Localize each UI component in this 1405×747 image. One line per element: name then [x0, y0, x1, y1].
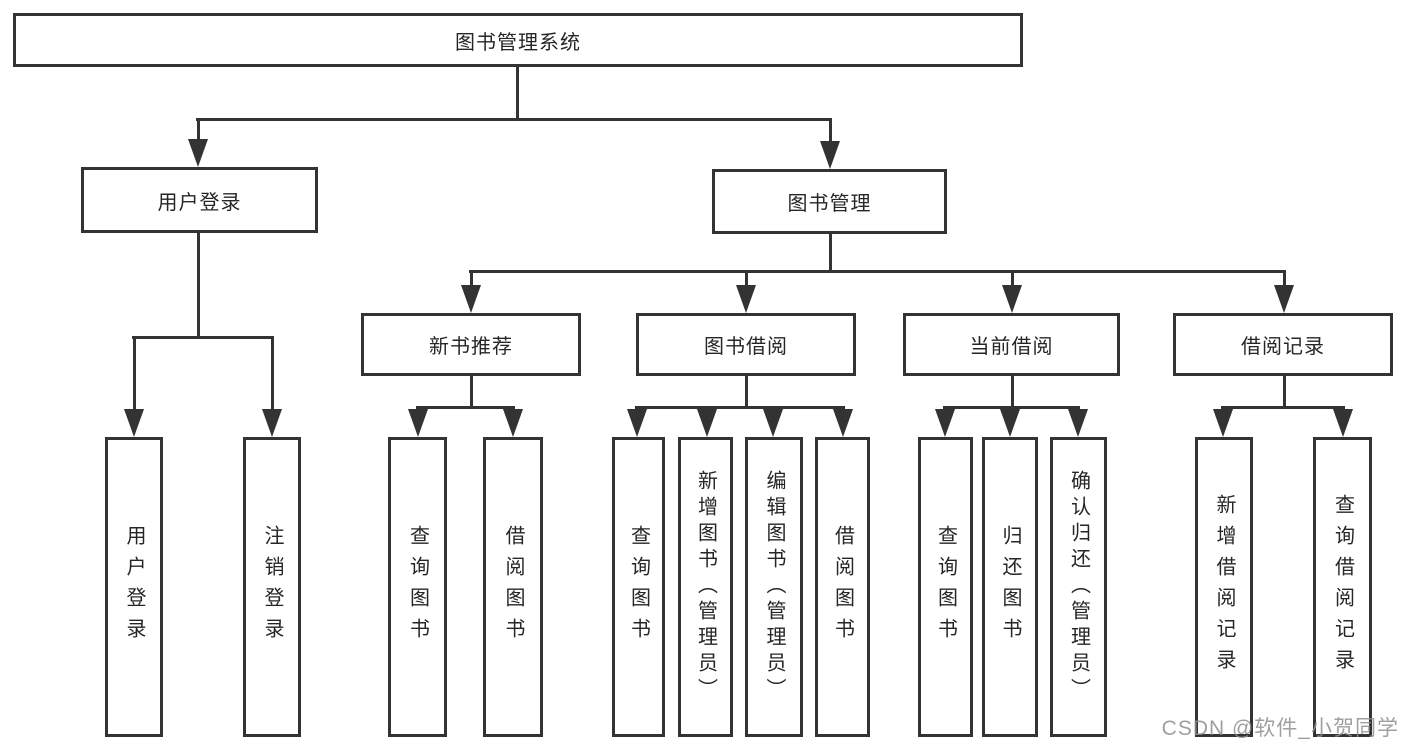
leaf-add-borrow-record: 新增借阅记录: [1195, 437, 1253, 737]
connector-hline: [132, 336, 274, 339]
node-book-management-label: 图书管理: [787, 193, 872, 215]
arrowhead-down-icon: [503, 409, 523, 437]
leaf-borrow-books-recommend: 借阅图书: [483, 437, 543, 737]
leaf-add-borrow-record-label: 新增借阅记录: [1213, 494, 1235, 680]
leaf-borrow-books-recommend-label: 借阅图书: [502, 525, 524, 649]
arrowhead-down-icon: [461, 285, 481, 313]
leaf-query-books-current-label: 查询图书: [934, 525, 957, 649]
connector-vline: [197, 121, 200, 141]
arrowhead-down-icon: [1002, 285, 1022, 313]
leaf-return-book: 归还图书: [982, 437, 1038, 737]
leaf-query-books-current: 查询图书: [918, 437, 973, 737]
node-root: 图书管理系统: [13, 13, 1023, 67]
arrowhead-down-icon: [820, 141, 840, 169]
leaf-edit-book-admin: 编辑图书（管理员）: [745, 437, 803, 737]
leaf-query-books-recommend-label: 查询图书: [406, 525, 429, 649]
connector-vline: [133, 336, 136, 411]
connector-vline: [1011, 273, 1014, 287]
arrowhead-down-icon: [188, 139, 208, 167]
connector-vline: [829, 121, 832, 143]
leaf-return-book-label: 归还图书: [999, 525, 1021, 649]
connector-hline: [416, 406, 515, 409]
connector-hline: [469, 270, 1286, 273]
leaf-add-book-admin: 新增图书（管理员）: [678, 437, 733, 737]
arrowhead-down-icon: [1213, 409, 1233, 437]
connector-hline: [635, 406, 845, 409]
arrowhead-down-icon: [935, 409, 955, 437]
node-new-book-recommend-label: 新书推荐: [429, 336, 513, 358]
arrowhead-down-icon: [833, 409, 853, 437]
node-root-label: 图书管理系统: [455, 31, 581, 54]
connector-vline: [1283, 376, 1286, 409]
watermark: CSDN @软件_小贺同学: [1161, 717, 1399, 740]
connector-vline: [1011, 376, 1014, 409]
connector-hline: [1221, 406, 1345, 409]
leaf-edit-book-admin-label: 编辑图书（管理员）: [763, 470, 785, 704]
arrowhead-down-icon: [124, 409, 144, 437]
arrowhead-down-icon: [408, 409, 428, 437]
leaf-query-books-borrowing: 查询图书: [612, 437, 665, 737]
arrowhead-down-icon: [1333, 409, 1353, 437]
leaf-query-borrow-record: 查询借阅记录: [1313, 437, 1372, 737]
connector-vline: [829, 234, 832, 273]
leaf-user-login: 用户登录: [105, 437, 163, 737]
connector-vline: [745, 273, 748, 287]
arrowhead-down-icon: [627, 409, 647, 437]
node-book-borrowing-label: 图书借阅: [704, 336, 788, 358]
connector-hline: [196, 118, 832, 121]
connector-vline: [271, 336, 274, 411]
leaf-user-login-label: 用户登录: [123, 525, 145, 649]
node-user-login: 用户登录: [81, 167, 318, 233]
leaf-confirm-return-admin: 确认归还（管理员）: [1050, 437, 1107, 737]
connector-vline: [197, 233, 200, 338]
arrowhead-down-icon: [697, 409, 717, 437]
leaf-query-borrow-record-label: 查询借阅记录: [1331, 494, 1354, 680]
leaf-logout-label: 注销登录: [261, 525, 283, 649]
arrowhead-down-icon: [736, 285, 756, 313]
node-borrowing-records-label: 借阅记录: [1241, 336, 1325, 358]
node-book-management: 图书管理: [712, 169, 947, 234]
leaf-borrow-books-borrowing: 借阅图书: [815, 437, 870, 737]
leaf-query-books-recommend: 查询图书: [388, 437, 447, 737]
arrowhead-down-icon: [262, 409, 282, 437]
node-book-borrowing: 图书借阅: [636, 313, 856, 376]
connector-vline: [470, 376, 473, 409]
leaf-logout: 注销登录: [243, 437, 301, 737]
leaf-add-book-admin-label: 新增图书（管理员）: [694, 470, 717, 704]
node-borrowing-records: 借阅记录: [1173, 313, 1393, 376]
node-user-login-label: 用户登录: [157, 191, 242, 214]
node-current-borrowing-label: 当前借阅: [969, 336, 1054, 358]
connector-vline: [470, 273, 473, 287]
connector-vline: [745, 376, 748, 409]
arrowhead-down-icon: [1274, 285, 1294, 313]
leaf-borrow-books-borrowing-label: 借阅图书: [831, 525, 854, 649]
connector-hline: [943, 406, 1080, 409]
node-new-book-recommend: 新书推荐: [361, 313, 581, 376]
arrowhead-down-icon: [763, 409, 783, 437]
connector-vline: [1283, 273, 1286, 287]
node-current-borrowing: 当前借阅: [903, 313, 1120, 376]
leaf-confirm-return-admin-label: 确认归还（管理员）: [1067, 470, 1090, 704]
arrowhead-down-icon: [1068, 409, 1088, 437]
connector-vline: [516, 67, 519, 121]
leaf-query-books-borrowing-label: 查询图书: [627, 525, 650, 649]
arrowhead-down-icon: [1000, 409, 1020, 437]
